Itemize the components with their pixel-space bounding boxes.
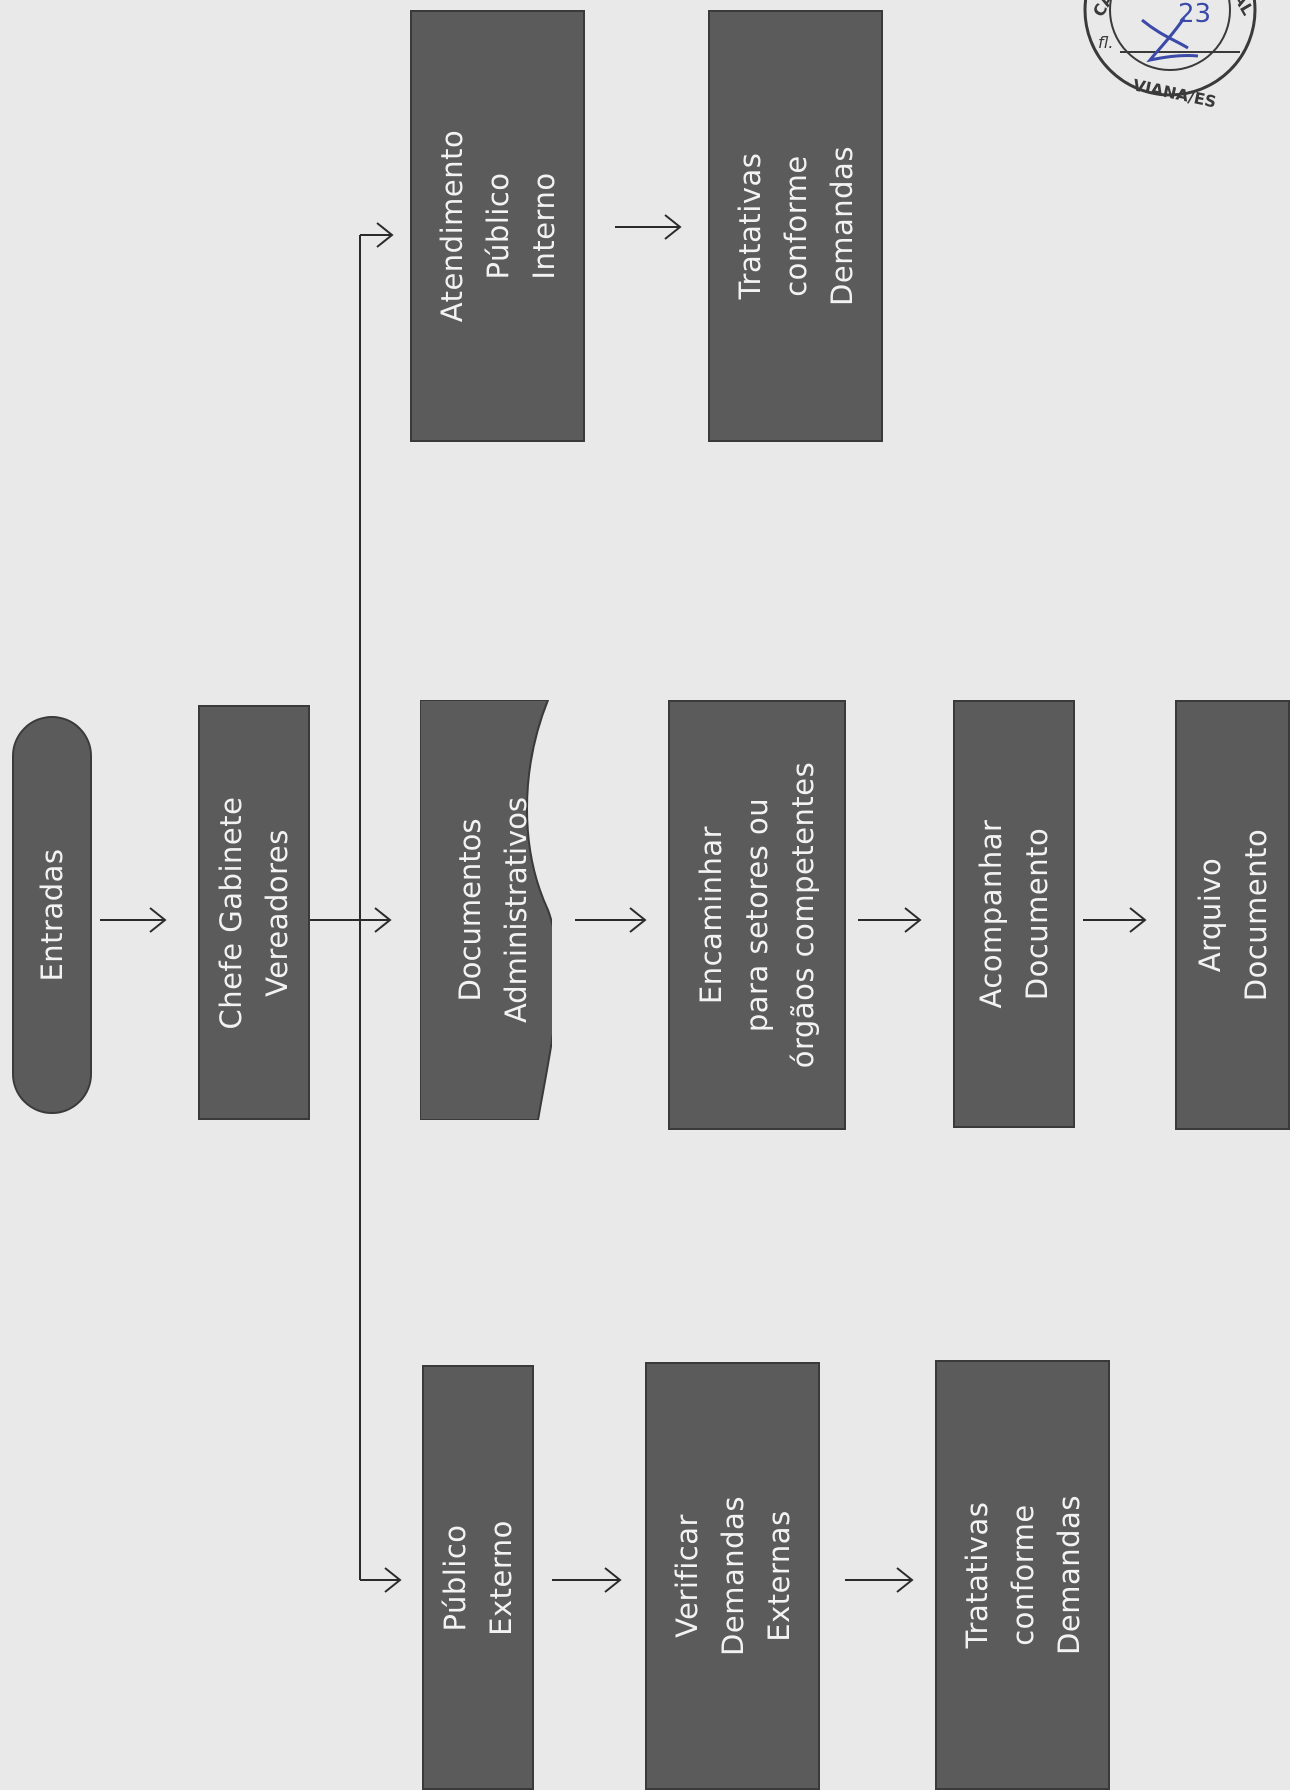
node-verificar-demandas: Verificar Demandas Externas — [645, 1362, 820, 1790]
node-publico-externo: Público Externo — [422, 1365, 534, 1790]
node-publico-externo-label: Público Externo — [438, 1519, 518, 1636]
node-tratativas-interno: Tratativas conforme Demandas — [708, 10, 883, 442]
node-tratativas-externo-label: Tratativas conforme Demandas — [959, 1495, 1086, 1655]
arrow-entradas-to-chefe — [100, 907, 167, 933]
arrow-encaminhar-to-acompanhar — [858, 907, 922, 933]
document-shape — [420, 700, 552, 1120]
stamp-text-top-left: CA — [1089, 0, 1118, 20]
official-stamp: CA PAL VIANA/ES fl. 23 — [1083, 0, 1257, 110]
node-acompanhar-label: Acompanhar Documento — [974, 819, 1054, 1009]
node-encaminhar: Encaminhar para setores ou órgãos compet… — [668, 700, 846, 1130]
node-entradas: Entradas — [12, 716, 92, 1114]
arrow-trunk-to-publico-externo — [360, 1567, 402, 1593]
node-acompanhar: Acompanhar Documento — [953, 700, 1075, 1128]
node-encaminhar-label: Encaminhar para setores ou órgãos compet… — [694, 761, 820, 1069]
stamp-text-bottom: VIANA/ES — [1131, 75, 1218, 110]
arrow-acompanhar-to-arquivo — [1083, 907, 1147, 933]
arrow-publico-to-verificar — [552, 1567, 622, 1593]
stamp-folio-number: 23 — [1178, 0, 1211, 29]
node-tratativas-interno-label: Tratativas conforme Demandas — [732, 146, 859, 306]
node-atendimento-publico-interno: Atendimento Público Interno — [410, 10, 585, 442]
node-chefe-gabinete-label: Chefe Gabinete Vereadores — [214, 796, 294, 1029]
arrow-atendimento-to-tratativas — [615, 214, 682, 240]
stamp-handwritten-mark — [1141, 17, 1199, 63]
arrow-documentos-to-encaminhar — [575, 907, 647, 933]
node-arquivo-label: Arquivo Documento — [1192, 828, 1273, 1002]
arrow-verificar-to-tratativas — [845, 1567, 914, 1593]
node-tratativas-externo: Tratativas conforme Demandas — [935, 1360, 1110, 1790]
node-atendimento-publico-interno-label: Atendimento Público Interno — [434, 129, 561, 323]
node-verificar-demandas-label: Verificar Demandas Externas — [669, 1496, 796, 1656]
node-documentos-administrativos-label: Documentos Administrativos — [452, 796, 533, 1024]
node-documentos-administrativos: Documentos Administrativos — [420, 700, 552, 1120]
node-chefe-gabinete: Chefe Gabinete Vereadores — [198, 705, 310, 1120]
node-entradas-label: Entradas — [35, 848, 69, 982]
node-arquivo: Arquivo Documento — [1175, 700, 1290, 1130]
arrow-trunk-to-atendimento — [360, 222, 394, 248]
stamp-folio-label: fl. — [1098, 33, 1113, 52]
